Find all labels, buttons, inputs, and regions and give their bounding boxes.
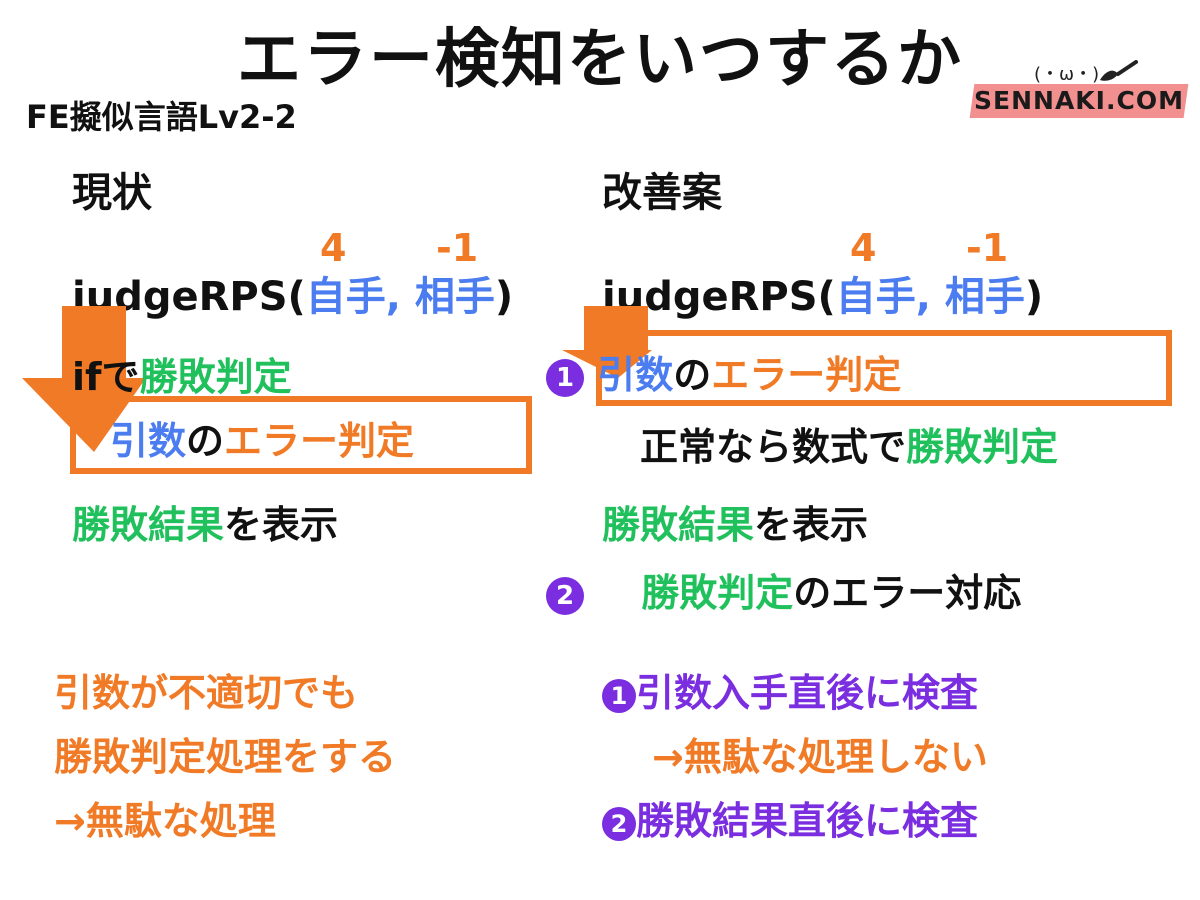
right-arg1-value: 4 — [850, 226, 877, 270]
logo-face: (・ω・) — [1034, 64, 1100, 85]
note-1-text: 引数入手直後に検査 — [636, 671, 979, 715]
left-error-check-box — [70, 396, 532, 474]
left-note-1: 引数が不適切でも — [54, 671, 359, 715]
left-note-2: 勝敗判定処理をする — [54, 735, 397, 779]
site-logo: (・ω・) SENNAKI.COM — [968, 60, 1190, 124]
result-display: を表示 — [754, 503, 869, 547]
page-title: エラー検知をいつするか — [237, 23, 963, 97]
arg-opponent-hand: 相手 — [414, 274, 495, 320]
right-error-check-box — [596, 330, 1172, 406]
step-1-marker: 1 — [546, 358, 584, 397]
win-loss-judgment: 勝敗判定 — [641, 571, 794, 615]
left-note-3: →無駄な処理 — [54, 799, 276, 843]
particle-no: の — [673, 353, 712, 397]
error-judgment: エラー判定 — [224, 419, 415, 463]
down-arrow-icon — [562, 306, 652, 378]
function-close: ) — [494, 274, 514, 320]
arg-separator: , — [915, 274, 945, 320]
arg-separator: , — [385, 274, 415, 320]
arguments-label: 引数 — [597, 353, 674, 397]
left-result-line: 勝敗結果を表示 — [72, 494, 338, 549]
right-function-call: judgeRPS(自手, 相手) — [602, 264, 1043, 322]
arg-self-hand: 自手 — [305, 274, 386, 320]
error-handling-text: のエラー対応 — [793, 571, 1022, 615]
right-step-2-line: 2 勝敗判定のエラー対応 — [546, 562, 1021, 617]
note-2-marker: 2 — [602, 806, 636, 841]
right-arg2-value: -1 — [966, 226, 1009, 270]
right-result-line: 勝敗結果を表示 — [602, 494, 868, 549]
arg-opponent-hand: 相手 — [944, 274, 1025, 320]
win-loss-result: 勝敗結果 — [602, 503, 755, 547]
left-error-check-line: 引数のエラー判定 — [110, 410, 414, 465]
left-arg1-value: 4 — [320, 226, 347, 270]
note-1-marker: 1 — [602, 678, 636, 713]
if-prefix: ifで — [72, 355, 140, 399]
page-subtitle: FE擬似言語Lv2-2 — [26, 98, 297, 136]
function-close: ) — [1024, 274, 1044, 320]
error-judgment: エラー判定 — [711, 353, 902, 397]
right-heading: 改善案 — [602, 170, 722, 216]
arguments-label: 引数 — [110, 419, 187, 463]
note-2-text: 勝敗結果直後に検査 — [636, 799, 979, 843]
step-2-marker: 2 — [546, 576, 584, 615]
left-if-line: ifで勝敗判定 — [72, 346, 292, 401]
result-display: を表示 — [224, 503, 339, 547]
down-arrow-icon — [22, 306, 146, 452]
right-normal-line: 正常なら数式で勝敗判定 — [640, 416, 1058, 471]
win-loss-judgment: 勝敗判定 — [139, 355, 292, 399]
win-loss-judgment: 勝敗判定 — [906, 425, 1059, 469]
left-arg2-value: -1 — [436, 226, 479, 270]
paintbrush-icon — [1100, 60, 1138, 81]
arg-self-hand: 自手 — [835, 274, 916, 320]
particle-no: の — [186, 419, 225, 463]
right-step-1-line: 1 引数のエラー判定 — [546, 344, 901, 399]
left-heading: 現状 — [72, 170, 152, 216]
right-note-1-sub: →無駄な処理しない — [652, 735, 988, 779]
normal-formula-prefix: 正常なら数式で — [640, 425, 907, 469]
win-loss-result: 勝敗結果 — [72, 503, 225, 547]
logo-text: SENNAKI.COM — [974, 86, 1184, 115]
